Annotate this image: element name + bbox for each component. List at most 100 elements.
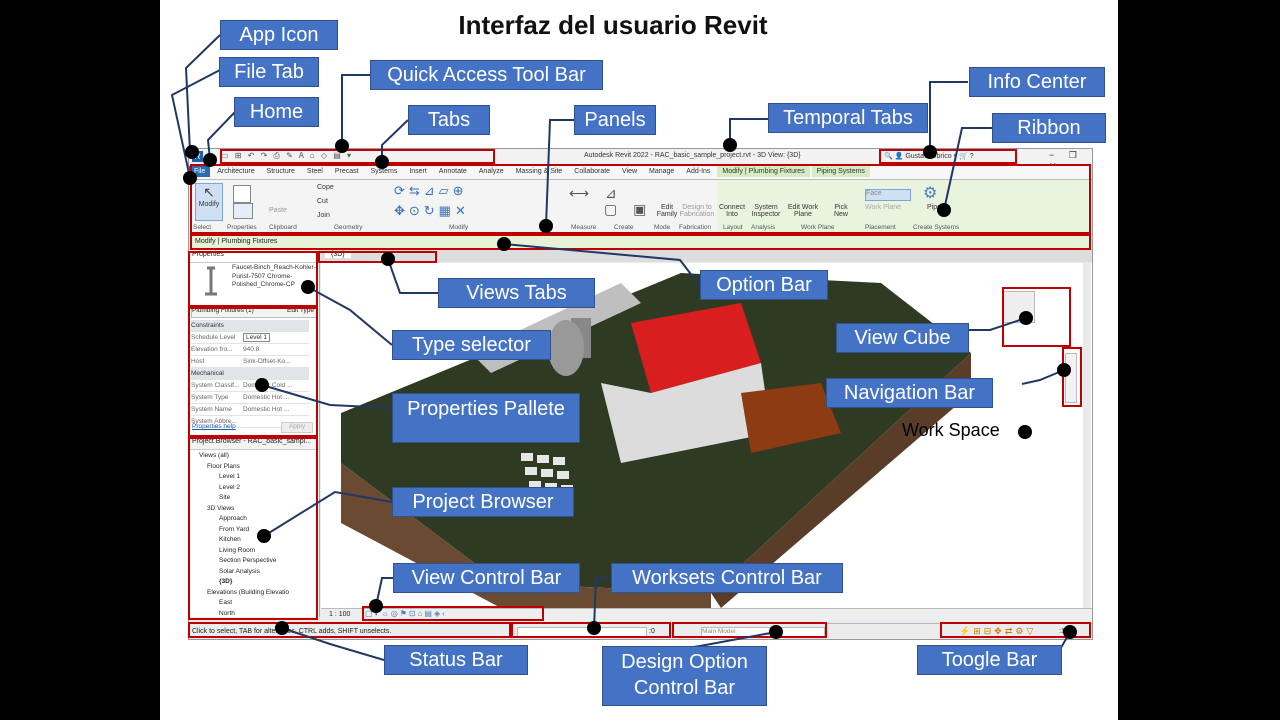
design-to-fabrication-button[interactable]: Design to Fabrication <box>679 204 715 218</box>
system-type-value[interactable]: Domestic Hot ... <box>243 394 290 401</box>
tree-item[interactable]: Level 2 <box>219 483 240 491</box>
tree-item[interactable]: Views (all) <box>199 452 229 459</box>
tab-add-ins[interactable]: Add-Ins <box>686 168 711 175</box>
properties-icon[interactable] <box>233 185 251 203</box>
tab-view[interactable]: View <box>622 168 638 175</box>
status-bar-highlight <box>188 622 511 638</box>
browser-header: Project Browser - RAC_basic_sampl... <box>189 437 319 450</box>
properties-grid: Constraints Schedule Level Level 1 Elevat… <box>191 320 309 428</box>
vertical-scrollbar[interactable] <box>1083 263 1091 608</box>
tab-precast[interactable]: Precast <box>334 168 359 175</box>
tree-item[interactable]: Living Room <box>219 546 256 554</box>
properties-palette: Properties Faucet-Binch_Reach-Kohler-Pur… <box>189 250 320 440</box>
tree-item[interactable]: From Yard <box>219 525 250 533</box>
callout-status-bar: Status Bar <box>384 645 528 675</box>
tab-annotate[interactable]: Annotate <box>438 168 467 175</box>
move-tools-icons[interactable]: ✥⊙↻▦✕ <box>394 203 470 218</box>
edit-work-plane-button[interactable]: Edit Work Plane <box>787 204 819 218</box>
app-icon[interactable]: R <box>192 151 203 162</box>
view-control-icons[interactable]: ▢◐☼◎⚑⊡⌂▤◈‹ <box>365 609 447 618</box>
pipe-button[interactable]: Pipe <box>927 204 942 211</box>
design-option-dot <box>769 625 783 639</box>
callout-app-icon: App Icon <box>220 20 338 50</box>
tab-modify-plumbing[interactable]: Modify | Plumbing Fixtures <box>717 166 810 177</box>
edit-type-button[interactable]: Edit Type <box>287 307 314 314</box>
tab-manage[interactable]: Manage <box>649 168 675 175</box>
tree-item[interactable]: East <box>219 599 233 606</box>
face-button[interactable]: Face <box>865 189 911 201</box>
tree-item[interactable]: Level 1 <box>219 473 240 480</box>
tab-structure[interactable]: Structure <box>266 168 295 175</box>
pick-new-button[interactable]: Pick New <box>833 204 848 218</box>
tab-analyze[interactable]: Analyze <box>478 168 504 175</box>
tab-massing-site[interactable]: Massing & Site <box>515 168 563 175</box>
schedule-level-field[interactable]: Level 1 <box>243 333 270 342</box>
view-tab-3d[interactable]: {3D} <box>325 251 351 258</box>
tab-piping-systems[interactable]: Piping Systems <box>811 166 870 177</box>
tab-file[interactable]: File <box>189 166 211 177</box>
type-selector[interactable]: Faucet-Binch_Reach-Kohler-Purist-7507 Ch… <box>232 264 316 288</box>
system-inspector-button[interactable]: System Inspector <box>751 204 781 218</box>
edit-family-button[interactable]: Edit Family <box>656 204 678 218</box>
work-space-dot <box>1018 425 1032 439</box>
callout-project-browser: Project Browser <box>392 487 574 517</box>
tab-systems[interactable]: Systems <box>370 168 398 175</box>
create-icons[interactable]: ▢ ▣ <box>604 201 653 217</box>
join-button[interactable]: Join <box>317 212 330 219</box>
view-cube-highlight <box>1002 287 1071 347</box>
option-bar-highlight <box>190 234 1091 250</box>
callout-worksets-control-bar: Worksets Control Bar <box>611 563 843 593</box>
connect-into-button[interactable]: Connect Into <box>718 204 746 218</box>
callout-view-control-bar: View Control Bar <box>393 563 580 593</box>
system-name-value[interactable]: Domestic Hot ... <box>243 406 290 413</box>
scale-value[interactable]: 1 : 100 <box>329 611 351 618</box>
quick-access-toolbar[interactable]: ▭ ⊞ ↶ ↷ ⎙ ✎ A ⌂ ◇ ▤ ▾ <box>221 151 354 160</box>
callout-views-tabs: Views Tabs <box>438 278 595 308</box>
status-bar-dot <box>275 621 289 635</box>
paste-button[interactable]: Paste <box>269 207 287 214</box>
tab-collaborate[interactable]: Collaborate <box>574 168 611 175</box>
property-label: Schedule Level <box>191 334 236 341</box>
host-value[interactable]: Sink-Offset-Ko... <box>243 358 291 365</box>
tree-item[interactable]: {3D} <box>219 578 233 585</box>
tree-item[interactable]: Floor Plans <box>207 462 240 470</box>
measure-icons[interactable]: ⟷ ⊿ <box>569 185 623 201</box>
panel-properties: Properties <box>227 224 257 231</box>
tab-steel[interactable]: Steel <box>306 168 323 175</box>
callout-info-center: Info Center <box>969 67 1105 97</box>
type-properties-icon[interactable] <box>233 203 253 219</box>
cut-button[interactable]: Cut <box>317 198 328 205</box>
group-constraints[interactable]: Constraints <box>191 320 309 332</box>
cope-button[interactable]: Cope <box>317 184 334 191</box>
browser-highlight <box>188 437 318 620</box>
tree-item[interactable]: North <box>219 609 235 617</box>
view-tabs-highlight <box>318 251 437 263</box>
toggle-icons[interactable]: ⚡⊞⊟✥⇄⚙▽ <box>959 626 1037 636</box>
tree-item[interactable]: Elevations (Building Elevatio <box>207 588 290 596</box>
property-label: Host <box>191 358 205 365</box>
tree-item[interactable]: Site <box>219 494 231 501</box>
view-cube-dot <box>1019 311 1033 325</box>
modify-button[interactable]: ↖ Modify <box>195 183 223 221</box>
tree-item[interactable]: Section Perspective <box>219 557 277 564</box>
panel-placement: Placement <box>865 224 896 231</box>
properties-help-link[interactable]: Properties help <box>192 423 236 430</box>
panel-select[interactable]: Select <box>193 224 212 231</box>
elevation-value[interactable]: 940.8 <box>243 346 260 353</box>
tab-insert[interactable]: Insert <box>409 168 427 175</box>
work-space-label: Work Space <box>902 420 1000 440</box>
tree-item[interactable]: Kitchen <box>219 536 241 543</box>
property-row: Elevation fro...940.8 <box>191 344 309 356</box>
modify-tools-icons[interactable]: ⟳⇆⊿▱⊕ <box>394 183 468 198</box>
tabs-dot <box>375 155 389 169</box>
tree-item[interactable]: 3D Views <box>207 504 235 512</box>
tree-item[interactable]: Solar Analysis <box>219 567 260 575</box>
work-plane-button[interactable]: Work Plane <box>865 204 902 211</box>
panel-layout: Layout <box>723 224 743 231</box>
apply-button[interactable]: Apply <box>281 422 313 433</box>
tree-item[interactable]: Approach <box>219 515 247 522</box>
properties-highlight <box>188 307 318 437</box>
tab-architecture[interactable]: Architecture <box>217 168 255 175</box>
group-mechanical[interactable]: Mechanical <box>191 368 309 380</box>
